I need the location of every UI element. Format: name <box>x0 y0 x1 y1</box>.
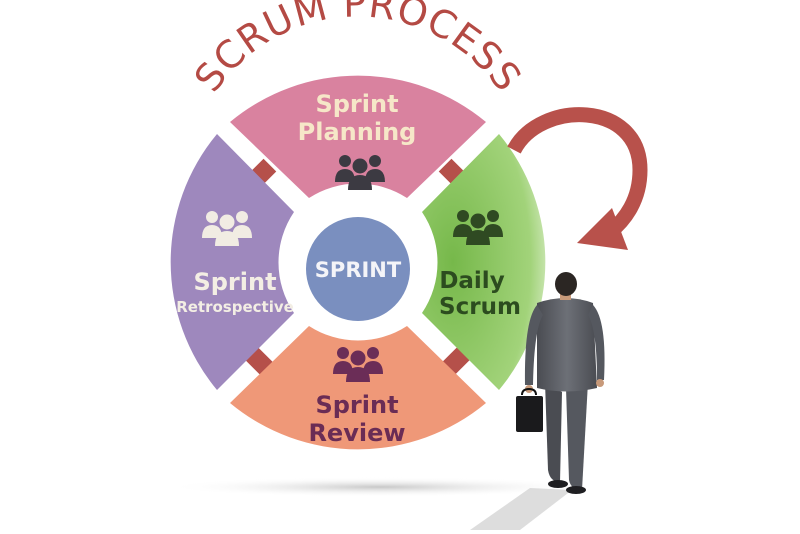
retro-line1: Sprint <box>193 268 276 296</box>
review-line2: Review <box>308 419 405 447</box>
businessman-figure <box>516 272 605 494</box>
segment-sprint-review <box>230 326 486 450</box>
daily-line1: Daily <box>439 268 504 294</box>
labels: Sprint Planning Daily Scrum Sprint Revie… <box>176 90 521 447</box>
person-shadow <box>470 488 572 530</box>
planning-line2: Planning <box>298 118 417 146</box>
retro-line2: Retrospective <box>176 298 294 316</box>
cycle-arrow-icon <box>507 107 648 250</box>
center-circle <box>306 217 410 321</box>
review-line1: Sprint <box>315 391 398 419</box>
daily-line2: Scrum <box>439 294 521 320</box>
segment-sprint-retrospective <box>170 134 294 390</box>
segment-sprint-planning <box>230 75 486 198</box>
planning-line1: Sprint <box>315 90 398 118</box>
segment-daily-scrum <box>422 134 546 390</box>
center-label: SPRINT <box>315 258 402 282</box>
floor-shadow <box>165 477 595 497</box>
